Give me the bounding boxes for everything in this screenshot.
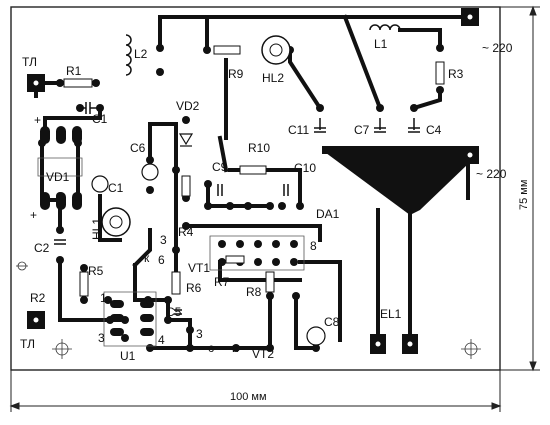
label-l1: L1 xyxy=(374,37,388,51)
label-r4: R4 xyxy=(178,225,194,239)
label-pin-3a: 3 xyxy=(160,233,167,247)
label-r1: R1 xyxy=(66,64,82,78)
label-pin-3b: 3 xyxy=(98,331,105,345)
label-c5: C5 xyxy=(166,305,182,319)
resistors xyxy=(63,45,445,297)
label-tl-top: ТЛ xyxy=(22,55,37,69)
label-plus-bottom: + xyxy=(30,208,37,222)
width-dimension-label: 100 мм xyxy=(230,391,267,403)
vd1-outline xyxy=(37,157,83,177)
label-r8: R8 xyxy=(246,285,262,299)
oval-pads xyxy=(40,126,154,336)
label-c4: C4 xyxy=(426,123,442,137)
label-hl2: HL2 xyxy=(262,71,284,85)
r5-body xyxy=(79,271,89,297)
label-pin-1: 1 xyxy=(100,291,107,305)
power-copper-area xyxy=(322,150,468,215)
label-pin-c: с xyxy=(208,341,214,355)
r8-body xyxy=(265,271,275,293)
height-dimension xyxy=(500,5,540,372)
label-220-mid: ~ 220 xyxy=(476,167,507,181)
r7-body xyxy=(225,255,245,264)
label-pin-6b: 6 xyxy=(146,295,153,309)
label-c1-top: C1 xyxy=(92,112,108,126)
label-u1: U1 xyxy=(120,349,136,363)
label-c6: C6 xyxy=(130,141,146,155)
r3-body xyxy=(435,61,445,85)
c6-electrolytic xyxy=(141,163,159,181)
label-el1: EL1 xyxy=(380,307,402,321)
r10-body xyxy=(239,165,267,175)
label-220-top: ~ 220 xyxy=(482,41,513,55)
label-pin-6a: 6 xyxy=(158,253,165,267)
label-r6: R6 xyxy=(186,281,202,295)
label-r10: R10 xyxy=(248,141,270,155)
label-vt1: VT1 xyxy=(188,261,210,275)
c8-electrolytic xyxy=(306,326,326,346)
label-r3: R3 xyxy=(448,67,464,81)
label-vt2: VT2 xyxy=(252,347,274,361)
r9-body xyxy=(213,45,241,55)
width-dimension xyxy=(9,370,502,412)
mount-mark-right xyxy=(461,339,481,359)
label-vd1: VD1 xyxy=(46,170,70,184)
label-r2: R2 xyxy=(30,291,46,305)
component-labels: ТЛ R1 C1 + VD1 C1 + HL1 C2 R5 R2 ТЛ L2 R… xyxy=(20,37,513,363)
label-l2: L2 xyxy=(134,47,148,61)
r4-body xyxy=(181,175,191,197)
mount-mark-left xyxy=(52,339,72,359)
label-hl1: HL1 xyxy=(90,218,104,240)
label-r7: R7 xyxy=(214,275,230,289)
label-da1: DA1 xyxy=(316,207,340,221)
height-dimension-label: 75 мм xyxy=(518,180,530,210)
copper-traces xyxy=(34,14,472,350)
label-pin-k: к xyxy=(144,251,150,265)
label-c10: C10 xyxy=(294,161,316,175)
label-c8: C8 xyxy=(324,315,340,329)
label-c7: C7 xyxy=(354,123,370,137)
label-pin-i: и xyxy=(232,341,239,355)
label-pin-8: 8 xyxy=(310,239,317,253)
da1-outline xyxy=(209,235,305,271)
label-plus-top: + xyxy=(34,113,41,127)
label-pin-4: 4 xyxy=(158,333,165,347)
u1-outline xyxy=(103,291,157,347)
l1-inductor xyxy=(369,24,401,31)
label-r5: R5 xyxy=(88,264,104,278)
power-copper-bar xyxy=(322,146,470,154)
vd2-diode xyxy=(178,133,194,147)
l2-inductor xyxy=(125,34,132,76)
label-vd2: VD2 xyxy=(176,99,200,113)
label-r9: R9 xyxy=(228,67,244,81)
r6-body xyxy=(171,271,181,295)
label-c9: C9 xyxy=(212,160,228,174)
r1-body xyxy=(63,78,93,88)
c1-electrolytic xyxy=(91,175,109,193)
label-tl-bottom: ТЛ xyxy=(20,337,35,351)
label-c1-mid: C1 xyxy=(108,181,124,195)
label-c2: C2 xyxy=(34,241,50,255)
terminal-pads xyxy=(27,8,479,354)
capacitors xyxy=(54,102,420,315)
label-c11: C11 xyxy=(288,123,309,137)
label-pin-3c: 3 xyxy=(196,327,203,341)
mount-mark-top xyxy=(16,261,28,271)
